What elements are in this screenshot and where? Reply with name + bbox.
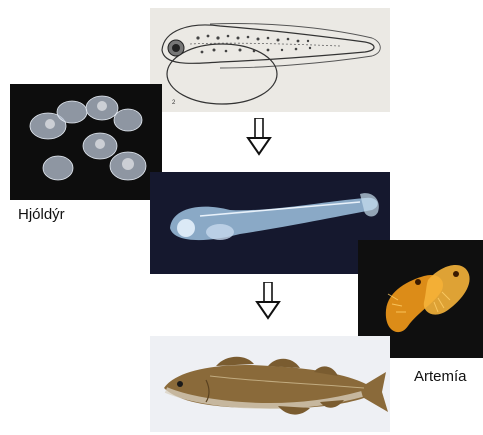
- artemia-label: Artemía: [414, 368, 467, 385]
- cod-photo: [150, 336, 390, 432]
- rotifers-photo: [10, 84, 162, 200]
- larva-sketch-panel: 2: [150, 8, 390, 112]
- down-arrow-icon: [255, 282, 281, 320]
- rotifers-label: Hjóldýr: [18, 206, 65, 223]
- cod-photo-panel: [150, 336, 390, 432]
- larva-sketch-drawing: 2: [150, 8, 390, 112]
- down-arrow-icon: [246, 118, 272, 156]
- rotifers-photo-panel: [10, 84, 162, 200]
- larva-photo: [150, 172, 390, 274]
- larva-photo-panel: [150, 172, 390, 274]
